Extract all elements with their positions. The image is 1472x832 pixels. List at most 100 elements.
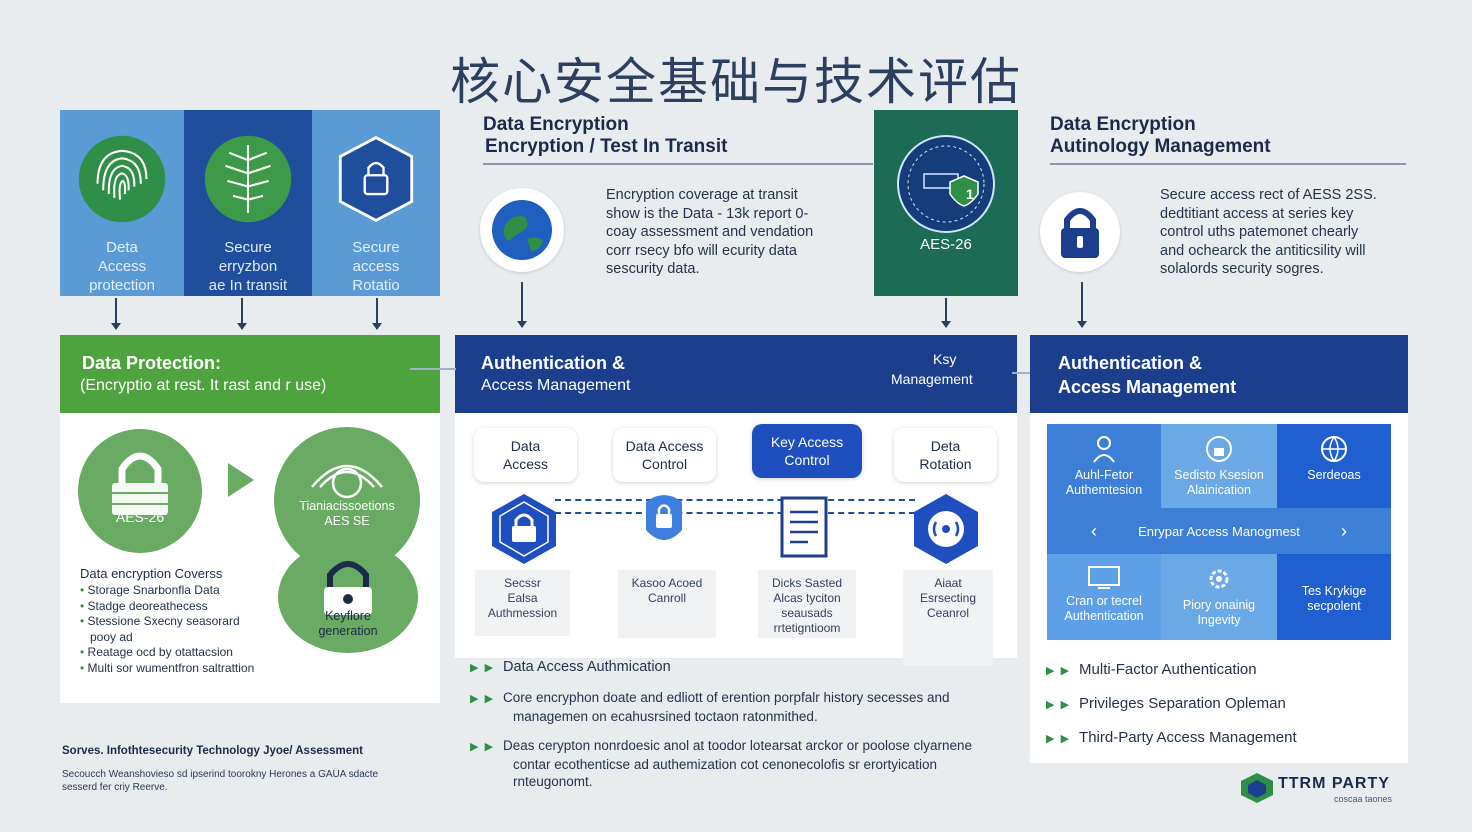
fingerprint-icon — [78, 135, 166, 223]
cell-line: Alainication — [1187, 483, 1251, 497]
grid-cell-session[interactable]: Sedisto Ksesion Alainication — [1161, 424, 1277, 508]
bullet-text: Multi-Factor Authentication — [1079, 661, 1257, 678]
brand-name: TTRM PARTY — [1278, 775, 1390, 792]
cell-line: Cran or tecrel — [1066, 594, 1142, 608]
management-label: Management — [891, 371, 973, 387]
note-line: Authmession — [487, 606, 558, 620]
band-subtitle: Access Management — [481, 377, 631, 394]
arrow-down — [111, 298, 121, 330]
paragraph-line: and ochearck the antiticsility will — [1160, 242, 1366, 259]
band-title: Authentication & — [1058, 353, 1202, 373]
dashed-connector — [555, 512, 915, 514]
brand-logo-icon — [1241, 773, 1273, 803]
aes-label: AES-26 — [920, 236, 972, 253]
bullet-text: contar ecothenticse ad authemization cot… — [513, 757, 937, 772]
note-card: Dicks Sasted Alcas tyciton seausads rrte… — [758, 570, 856, 638]
arrow-down — [941, 298, 951, 328]
tile-label-2: erryzbon — [218, 258, 278, 275]
note-card: Aiaat Esrsecting Ceanrol — [903, 570, 993, 666]
cell-line: Authentication — [1064, 609, 1144, 623]
note-line: Canroll — [647, 591, 686, 605]
band-subtitle: Access Management — [1058, 377, 1237, 397]
chevron-left-icon[interactable]: ‹ — [1091, 520, 1097, 541]
pill-line: Data — [510, 438, 541, 454]
paragraph-line: solalords security sogres. — [1160, 261, 1324, 277]
globe-icon — [480, 188, 564, 272]
brand-tagline: coscaa taones — [1334, 794, 1393, 804]
grid-cell-integrity[interactable]: Piory onainig Ingevity — [1161, 554, 1277, 640]
list-item-text: Reatage ocd by otattacsion — [87, 645, 233, 659]
arrow-down — [372, 298, 382, 330]
tile-secure-encryption-transit: Secure erryzbon ae In transit — [184, 110, 312, 296]
transmission-circle-icon — [274, 427, 420, 573]
left-band: Data Protection: (Encryptio at rest. It … — [60, 335, 440, 413]
grid-cell-services[interactable]: Serdeoas — [1277, 424, 1391, 508]
bullet-text: Core encryphon doate and edliott of eren… — [503, 690, 950, 705]
sources-line: Secoucch Weanshovieso sd ipserind toorok… — [62, 769, 379, 780]
band-subtitle: (Encryptio at rest. It rast and r use) — [80, 377, 327, 394]
lock-label: AES-26 — [115, 509, 165, 525]
monitor-icon — [1088, 566, 1120, 589]
bullet-item: ▶ ▶Core encryphon doate and edliott of e… — [470, 689, 1010, 725]
pill-line: Key Access — [770, 434, 844, 450]
cell-line: Auhl-Fetor — [1074, 468, 1134, 482]
hex-signal-icon — [914, 494, 978, 564]
note-line: Kasoo Acoed — [631, 576, 703, 590]
cell-line: Authemtesion — [1065, 483, 1143, 497]
note-card: Kasoo Acoed Canroll — [618, 570, 716, 638]
label-line: generation — [318, 624, 378, 638]
arrow-down — [237, 298, 247, 330]
tile-label-2: access — [352, 258, 400, 275]
keyhole-circle-icon — [278, 541, 418, 653]
note-line: Ealsa — [507, 591, 538, 605]
cell-line: Tes Krykige — [1301, 584, 1367, 598]
pill-line: Rotation — [919, 456, 972, 472]
chevron-right-icon[interactable]: › — [1340, 520, 1347, 541]
right-bullet-list: ▶ ▶Multi-Factor Authentication ▶ ▶Privil… — [1046, 661, 1396, 748]
grid-cell-control[interactable]: Cran or tecrel Authentication — [1047, 554, 1161, 640]
coverage-list: • Storage Snarbonfla Data • Stadge deore… — [80, 583, 254, 676]
list-item-text: Storage Snarbonfla Data — [87, 583, 220, 597]
bullet-item: ▶ ▶Privileges Separation Opleman — [1046, 695, 1286, 712]
mid-band: Authentication & Access Management Ksy M… — [455, 335, 1017, 413]
sources-line: sesserd fer criy Reerve. — [62, 782, 168, 793]
gear-icon — [1209, 569, 1229, 589]
grid-cell-mfa[interactable]: Auhl-Fetor Authemtesion — [1047, 424, 1161, 508]
note-line: Alcas tyciton — [773, 591, 841, 605]
mid-heading-1: Data Encryption — [483, 114, 629, 135]
arrow-down — [1077, 282, 1087, 328]
mid-bullet-list: ▶ ▶Data Access Authmication ▶ ▶Core encr… — [470, 659, 1010, 790]
grid-nav-bar[interactable]: ‹ Enrypar Access Manogmest › — [1047, 508, 1391, 554]
bullet-item: ▶ ▶Third-Party Access Management — [1046, 729, 1297, 746]
cell-line: Piory onainig — [1182, 598, 1256, 612]
band-title: Data Protection: — [82, 353, 222, 373]
grid-cell-key[interactable]: Tes Krykige secpolent — [1277, 554, 1391, 640]
paragraph-line: show is the Data - 13k report 0- — [606, 205, 809, 222]
shield-lock-icon — [338, 136, 414, 222]
note-line: Secssr — [504, 576, 541, 590]
keyhole-label: Keyflore generation — [278, 609, 418, 639]
cell-line: secpolent — [1307, 599, 1361, 613]
pill-line: Control — [641, 456, 688, 472]
connector-line — [410, 368, 456, 370]
arrow-down — [517, 282, 527, 328]
tile-label-1: Deta — [106, 239, 138, 256]
aes-tile: 1 AES-26 — [874, 110, 1018, 296]
list-item: pooy ad — [80, 630, 254, 646]
tile-data-access-protection: Deta Access protection — [60, 110, 184, 296]
pill-line: Access — [502, 456, 549, 472]
tile-label-3: Rotatio — [352, 277, 400, 294]
label-line: AES SE — [324, 514, 370, 528]
tile-secure-access-rotation: Secure access Rotatio — [312, 110, 440, 296]
encryption-dial-icon — [897, 135, 995, 233]
list-item-text: pooy ad — [90, 629, 133, 644]
right-paragraph: Secure access rect of AESS 2SS. dedtitia… — [1160, 186, 1410, 279]
mid-heading-2: Encryption / Test In Transit — [485, 136, 728, 157]
aes-badge: 1 — [966, 186, 974, 202]
padlock-icon — [1040, 192, 1120, 272]
bullet-text: rnteugonomt. — [513, 774, 593, 789]
